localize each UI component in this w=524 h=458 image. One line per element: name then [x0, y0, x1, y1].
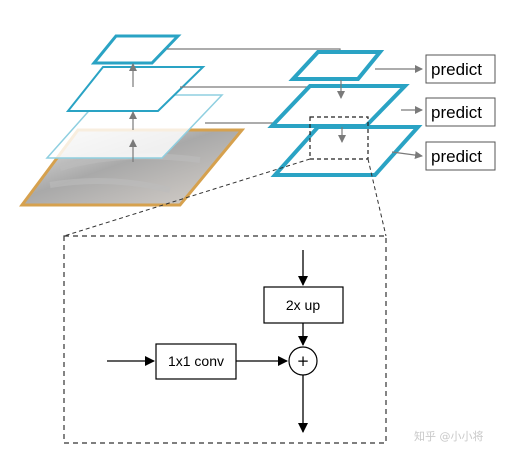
- predict-label: predict: [431, 60, 482, 79]
- merge-block-detail: 2x up 1x1 conv +: [63, 235, 387, 444]
- merge-highlight-box: [309, 116, 369, 160]
- predict-label: predict: [431, 147, 482, 166]
- predict-box: [425, 97, 496, 127]
- upsample-box: [263, 286, 344, 324]
- zoom-connector-line: [63, 158, 311, 237]
- bottom-up-pyramid: [19, 34, 246, 207]
- predict-box: [425, 141, 496, 171]
- conv1x1-box: [155, 343, 237, 380]
- output-map-level-3: [288, 50, 385, 81]
- predict-outputs: predict predict predict: [375, 54, 496, 171]
- zoom-connectors: [63, 158, 387, 237]
- output-map-level-1: [270, 125, 423, 177]
- predict-box: [425, 54, 496, 84]
- watermark: 知乎 @小小将: [414, 429, 484, 443]
- merge-block-frame: [63, 235, 387, 444]
- upsample-label: 2x up: [286, 297, 320, 313]
- feature-map-level-2: [65, 66, 206, 112]
- add-symbol: +: [297, 352, 310, 370]
- feature-map-level-3: [90, 34, 182, 65]
- conv1x1-label: 1x1 conv: [168, 353, 224, 369]
- zoom-connector-line: [367, 158, 387, 237]
- output-map-level-2: [267, 84, 410, 128]
- top-down-pyramid: [267, 50, 423, 177]
- predict-arrow: [391, 151, 423, 160]
- predict-label: predict: [431, 103, 482, 122]
